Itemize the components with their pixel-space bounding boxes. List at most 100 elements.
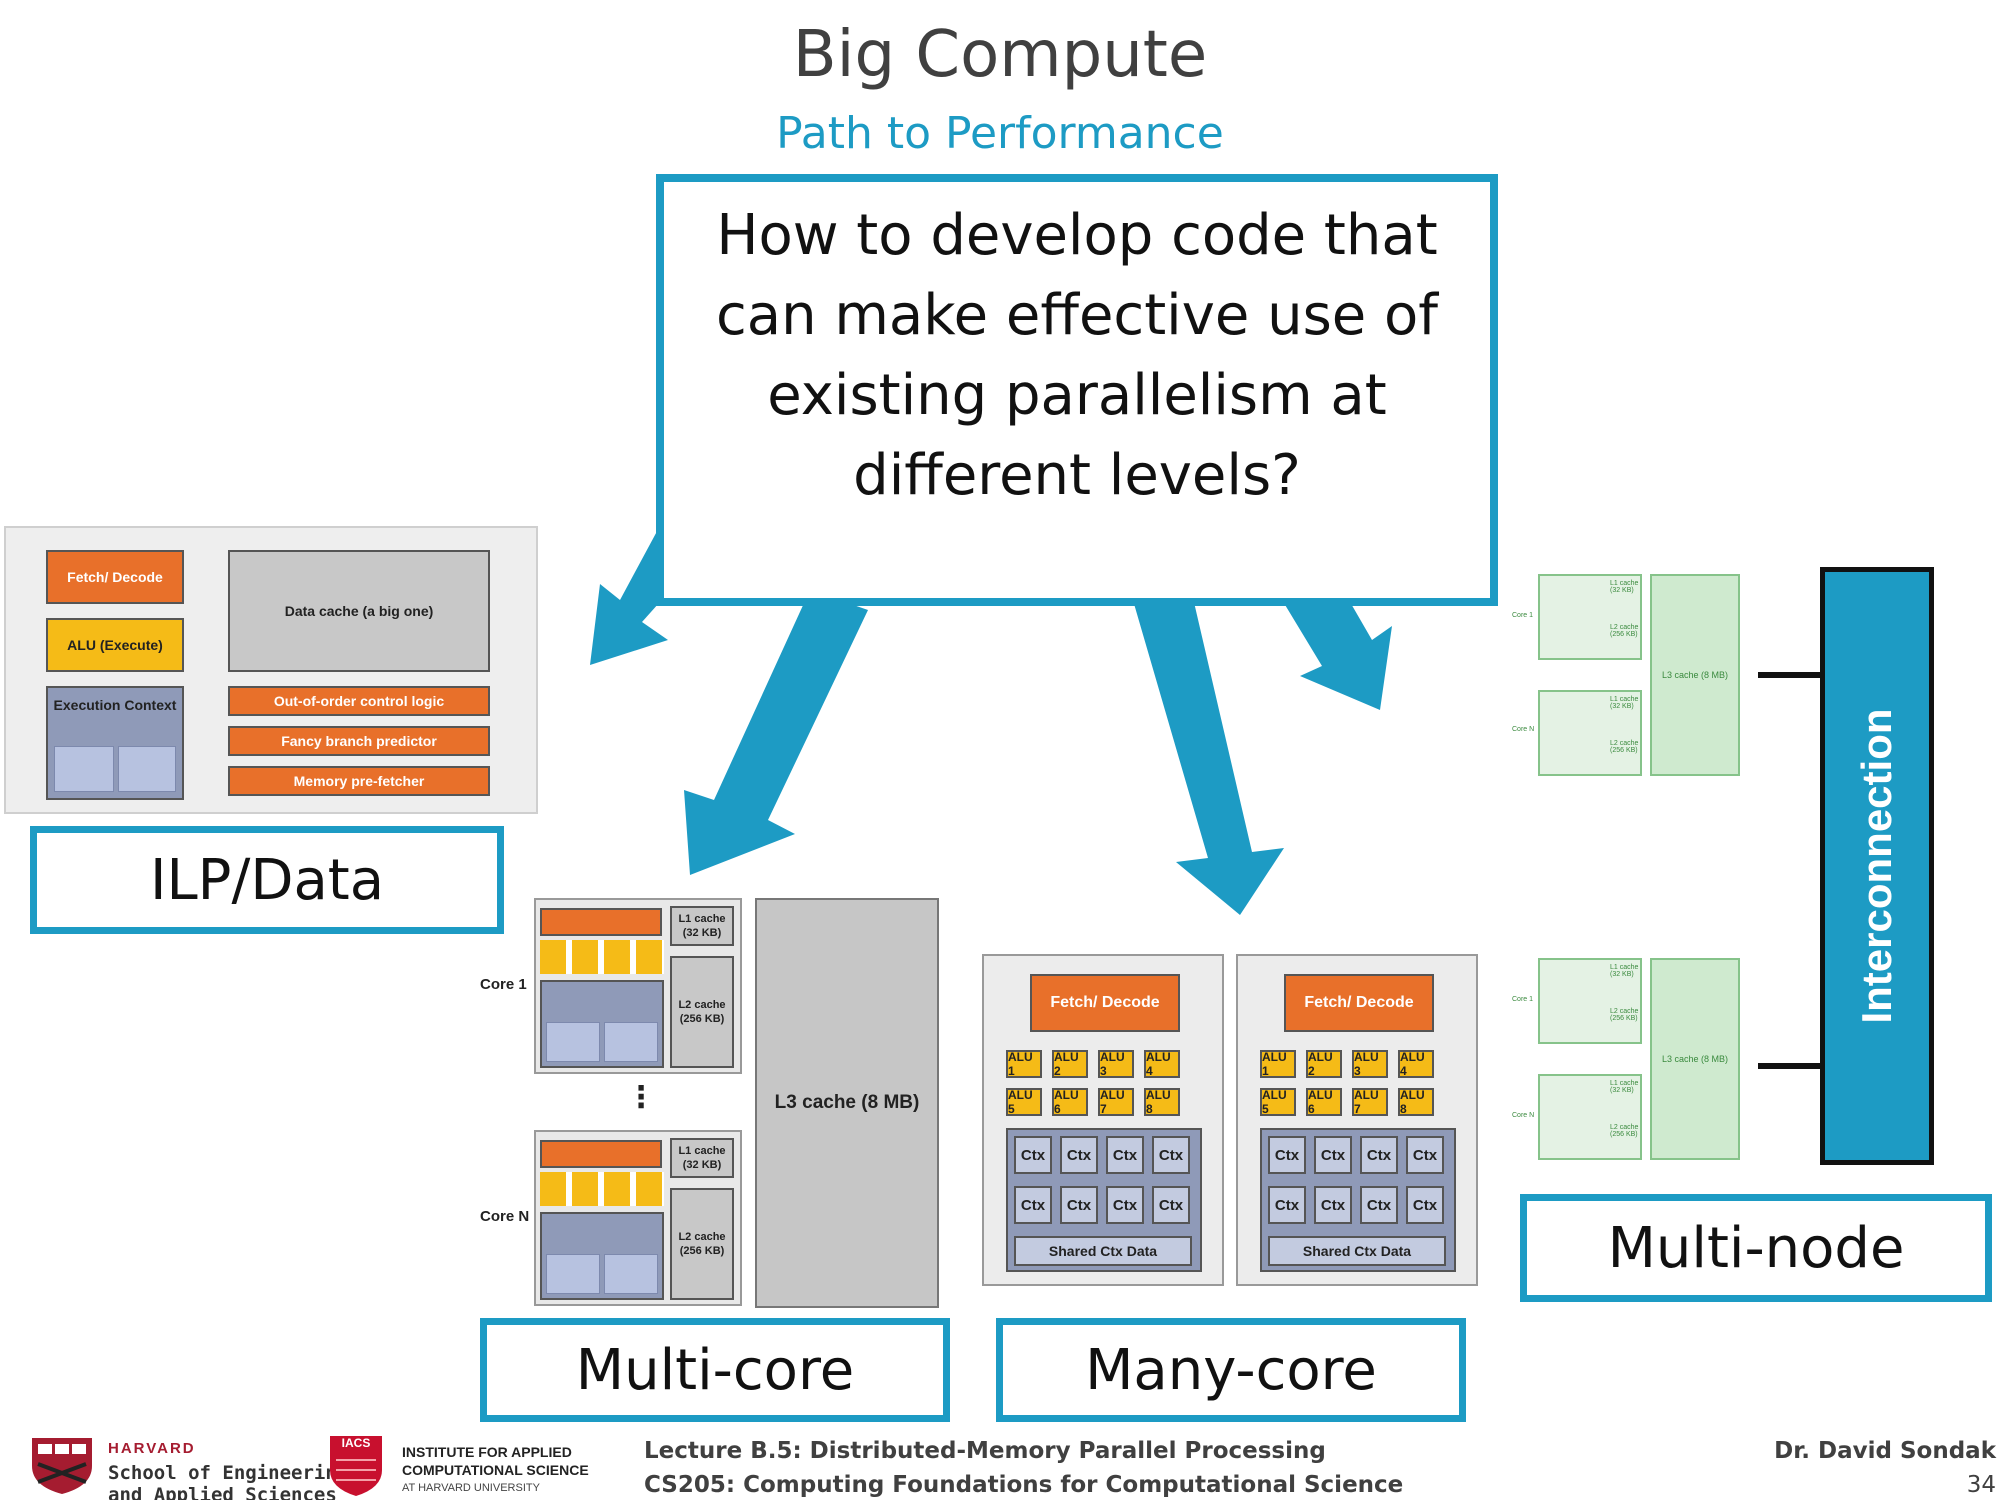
alu-unit: ALU 3 (1352, 1050, 1388, 1078)
iacs-line1: INSTITUTE FOR APPLIED (402, 1444, 572, 1460)
ilp-core-diagram: Fetch/ Decode ALU (Execute) Execution Co… (4, 526, 538, 814)
harvard-school-line1: School of Engineering (108, 1462, 349, 1484)
multicore-core-n: L1 cache (32 KB) L2 cache (256 KB) (534, 1130, 742, 1306)
arrow-to-manycore (1130, 585, 1284, 915)
l2-label: L2 cache (256 KB) (1610, 740, 1639, 754)
l1-label: L1 cache (32 KB) (1610, 580, 1639, 594)
slide-title: Big Compute (792, 18, 1208, 92)
ctx-cell: Ctx (1060, 1136, 1098, 1174)
question-line: can make effective use of (715, 283, 1439, 348)
ctx-cell: Ctx (1014, 1136, 1052, 1174)
alu-unit: ALU 1 (1006, 1050, 1042, 1078)
coreN-label: Core N (480, 1208, 530, 1225)
node2-link (1758, 1063, 1822, 1069)
multi-node-label: Multi-node (1520, 1194, 1992, 1302)
fetch-unit (540, 908, 662, 936)
node1-link (1758, 672, 1822, 678)
question-line: How to develop code that (716, 203, 1438, 268)
manycore-core-2: Fetch/ Decode ALU 1 ALU 2 ALU 3 ALU 4 AL… (1236, 954, 1478, 1286)
ctx-cell: Ctx (1106, 1186, 1144, 1224)
multicore-core-1: L1 cache (32 KB) L2 cache (256 KB) (534, 898, 742, 1074)
ctx-cell: Ctx (1314, 1186, 1352, 1224)
node1-core1: L1 cache (32 KB) L2 cache (256 KB) (1538, 574, 1642, 660)
l2-cache-block: L2 cache (256 KB) (670, 956, 734, 1068)
shared-ctx-block: Shared Ctx Data (1014, 1236, 1192, 1266)
ctx-cell: Ctx (1152, 1136, 1190, 1174)
l1-cache-block: L1 cache (32 KB) (670, 906, 734, 946)
alu-unit: ALU 6 (1052, 1088, 1088, 1116)
context-block (540, 1212, 664, 1300)
interconnection-label: Interconnection (1853, 708, 1900, 1024)
course-title: CS205: Computing Foundations for Computa… (644, 1472, 1404, 1498)
manycore-core-1: Fetch/ Decode ALU 1 ALU 2 ALU 3 ALU 4 AL… (982, 954, 1224, 1286)
l2-label: L2 cache (256 KB) (1610, 624, 1639, 638)
alu-unit: ALU 1 (1260, 1050, 1296, 1078)
node2-coreN: L1 cache (32 KB) L2 cache (256 KB) (1538, 1074, 1642, 1160)
harvard-school-line2: and Applied Sciences (108, 1484, 337, 1500)
alu-block: ALU (Execute) (46, 618, 184, 672)
iacs-shield-logo (328, 1436, 384, 1498)
node1-l3-cache: L3 cache (8 MB) (1650, 574, 1740, 776)
fetch-decode-block: Fetch/ Decode (1284, 974, 1434, 1032)
ctx-cell: Ctx (1406, 1136, 1444, 1174)
lecture-title: Lecture B.5: Distributed-Memory Parallel… (644, 1438, 1326, 1464)
alu-unit: ALU 4 (1144, 1050, 1180, 1078)
data-cache-block: Data cache (a big one) (228, 550, 490, 672)
ctx-cell: Ctx (1014, 1186, 1052, 1224)
l1-cache-block: L1 cache (32 KB) (670, 1138, 734, 1178)
alu-unit: ALU 2 (1052, 1050, 1088, 1078)
many-core-label: Many-core (996, 1318, 1466, 1422)
harvard-shield-logo (28, 1434, 96, 1496)
ctx-cell: Ctx (1060, 1186, 1098, 1224)
iacs-abbrev: IACS (341, 1436, 371, 1450)
ctx-cell: Ctx (1152, 1186, 1190, 1224)
branch-predictor-block: Fancy branch predictor (228, 726, 490, 756)
node1-core1-label: Core 1 (1512, 612, 1534, 619)
context-block (540, 980, 664, 1068)
ilp-data-label: ILP/Data (30, 826, 504, 934)
iacs-line3: AT HARVARD UNIVERSITY (402, 1482, 540, 1494)
node2-coreN-label: Core N (1512, 1112, 1535, 1119)
register-bank (54, 746, 114, 792)
ctx-cell: Ctx (1268, 1186, 1306, 1224)
l2-label: L2 cache (256 KB) (1610, 1008, 1639, 1022)
fetch-decode-block: Fetch/ Decode (1030, 974, 1180, 1032)
core1-label: Core 1 (480, 976, 527, 993)
core-ellipsis: ⋮ (626, 1081, 656, 1114)
question-line: different levels? (853, 443, 1301, 508)
prefetcher-block: Memory pre-fetcher (228, 766, 490, 796)
node2-core1: L1 cache (32 KB) L2 cache (256 KB) (1538, 958, 1642, 1044)
alu-unit: ALU 6 (1306, 1088, 1342, 1116)
arrow-to-multicore (684, 590, 868, 875)
alu-unit: ALU 5 (1260, 1088, 1296, 1116)
context-area: Ctx Ctx Ctx Ctx Ctx Ctx Ctx Ctx Shared C… (1006, 1128, 1202, 1272)
execution-context-label: Execution Context (53, 697, 177, 713)
iacs-line2: COMPUTATIONAL SCIENCE (402, 1462, 589, 1478)
node2-l3-cache: L3 cache (8 MB) (1650, 958, 1740, 1160)
harvard-wordmark: HARVARD (108, 1440, 196, 1457)
page-number: 34 (1966, 1472, 1996, 1498)
context-area: Ctx Ctx Ctx Ctx Ctx Ctx Ctx Ctx Shared C… (1260, 1128, 1456, 1272)
ctx-cell: Ctx (1268, 1136, 1306, 1174)
alu-unit: ALU 7 (1352, 1088, 1388, 1116)
register-bank (118, 746, 176, 792)
alu-unit: ALU 5 (1006, 1088, 1042, 1116)
node1-coreN: L1 cache (32 KB) L2 cache (256 KB) (1538, 690, 1642, 776)
question-box: How to develop code that can make effect… (656, 174, 1498, 606)
multi-core-label: Multi-core (480, 1318, 950, 1422)
fetch-decode-block: Fetch/ Decode (46, 550, 184, 604)
node1-coreN-label: Core N (1512, 726, 1535, 733)
author-name: Dr. David Sondak (1774, 1438, 1996, 1464)
alu-unit: ALU 8 (1144, 1088, 1180, 1116)
ctx-cell: Ctx (1360, 1186, 1398, 1224)
alu-grid (540, 1172, 664, 1206)
l1-label: L1 cache (32 KB) (1610, 1080, 1639, 1094)
alu-unit: ALU 3 (1098, 1050, 1134, 1078)
slide-subtitle: Path to Performance (776, 108, 1224, 159)
alu-unit: ALU 4 (1398, 1050, 1434, 1078)
shared-ctx-block: Shared Ctx Data (1268, 1236, 1446, 1266)
l1-label: L1 cache (32 KB) (1610, 696, 1639, 710)
alu-unit: ALU 7 (1098, 1088, 1134, 1116)
ctx-cell: Ctx (1360, 1136, 1398, 1174)
alu-unit: ALU 8 (1398, 1088, 1434, 1116)
